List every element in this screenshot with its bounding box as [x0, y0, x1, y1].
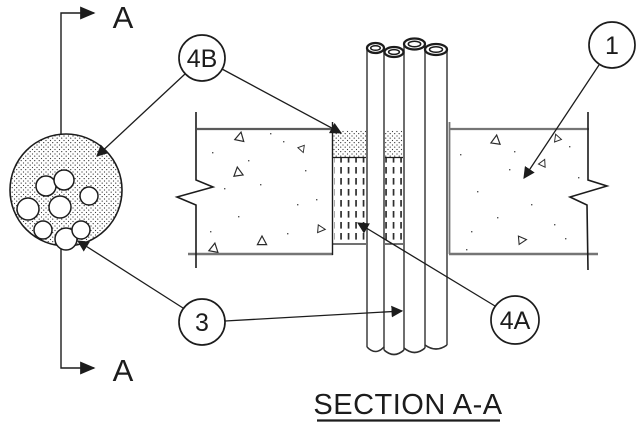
wall-left-break-line	[174, 112, 216, 268]
section-marker-bottom-label: A	[113, 353, 134, 388]
callout-3: 3	[77, 240, 404, 346]
wall-left-segment	[174, 112, 334, 268]
sealant-bead-right	[385, 130, 403, 157]
cable-circle	[53, 169, 75, 191]
drawing-title-group: SECTION A-A	[313, 389, 502, 422]
sealant-bead-left	[333, 130, 366, 157]
section-arrow-top	[60, 6, 96, 135]
firestop-packing-right	[385, 158, 403, 243]
pipe-outlines	[366, 46, 448, 350]
callout-3-leader-bundle	[77, 240, 184, 309]
pipe-1-top	[365, 41, 386, 55]
pipe-1-body	[367, 48, 384, 347]
callout-4a: 4A	[356, 222, 540, 345]
callout-4a-circle	[490, 295, 540, 345]
section-marker-top-label: A	[113, 0, 134, 35]
cable-circle	[48, 195, 72, 219]
cable-circle	[79, 186, 99, 206]
pipe-3-body	[404, 44, 425, 348]
cable-bundle-detail	[9, 133, 123, 251]
callout-3-leader-pipe	[224, 305, 404, 322]
callout-1: 1	[523, 21, 636, 179]
callout-1-label: 1	[605, 32, 619, 60]
callout-1-circle	[588, 21, 636, 69]
pipe-3-top	[402, 37, 427, 51]
cable-circle	[16, 197, 40, 221]
wall-right-break-line	[567, 112, 610, 271]
callout-4a-label: 4A	[500, 307, 531, 335]
pipe-2-bottom	[383, 349, 405, 356]
pipe-4-bottom	[424, 344, 448, 350]
pipe-4-body	[425, 49, 447, 345]
callout-3-circle	[178, 298, 226, 346]
pipe-2-top	[383, 45, 405, 59]
section-arrow-bottom	[60, 246, 96, 375]
bundle-cables	[16, 169, 99, 251]
cable-circle	[71, 220, 91, 240]
drawing-title: SECTION A-A	[313, 389, 502, 421]
pipes-through-penetration	[367, 44, 447, 350]
pipe-top-openings	[365, 37, 449, 59]
concrete-texture-left	[208, 130, 327, 253]
callout-4b: 4B	[96, 34, 343, 157]
callout-4b-leader-sealant	[221, 68, 343, 134]
firestop-packing-left	[334, 158, 366, 243]
cable-circle	[33, 220, 53, 240]
wall-left-body	[196, 129, 332, 254]
concrete-texture-right	[460, 132, 580, 251]
pipe-1-bottom	[366, 346, 385, 353]
callout-3-label: 3	[195, 309, 209, 337]
callout-4b-leader-bundle	[96, 73, 186, 157]
callout-4a-leader	[356, 222, 496, 307]
wall-right-body	[449, 129, 588, 254]
pipe-3-bottom	[403, 347, 426, 354]
callout-4b-circle	[178, 34, 226, 82]
wall-right-segment	[448, 112, 610, 271]
callout-1-leader	[523, 64, 600, 179]
callout-4b-label: 4B	[187, 45, 218, 73]
section-cut-marker-top: A	[60, 0, 134, 135]
cable-circle	[54, 227, 78, 251]
cable-circle	[35, 175, 57, 197]
pipe-4-top	[423, 42, 449, 57]
section-cut-marker-bottom: A	[60, 246, 134, 388]
pipe-bottom-ends	[366, 344, 448, 356]
